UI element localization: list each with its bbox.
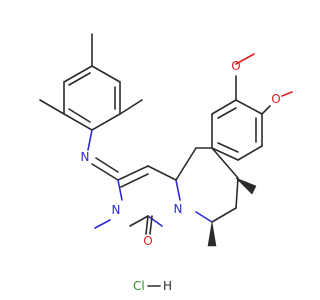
stereo-methyl-groups [207, 177, 257, 247]
wedge-bond-upper [235, 177, 257, 195]
wedge-bond-lower [207, 221, 217, 247]
dimethoxy-benzene-ring [211, 99, 263, 161]
methoxy-groups [235, 53, 293, 115]
dihydroisoquinoline-ring [175, 147, 239, 223]
mesityl-methyl-groups [39, 33, 143, 115]
carbonyl-group [145, 215, 153, 235]
imine-nitrogen-label: N [81, 150, 90, 164]
fused-nitrogen-label: N [174, 202, 183, 216]
imine-bond [87, 129, 119, 181]
atom-labels: N N N O O O [81, 59, 281, 248]
hydrogen-label: H [163, 279, 172, 293]
hydrochloride-salt: Cl H [133, 279, 172, 293]
pyrimidinone-ring [94, 165, 181, 229]
methylated-nitrogen-label: N [112, 203, 121, 217]
chlorine-label: Cl [133, 279, 145, 293]
mesityl-ring [63, 65, 121, 131]
chemical-structure-diagram: N N N O O O Cl H [39, 33, 293, 293]
carbonyl-oxygen-label: O [143, 234, 152, 248]
methoxy-oxygen-top-label: O [231, 59, 240, 73]
methoxy-oxygen-side-label: O [271, 92, 280, 106]
